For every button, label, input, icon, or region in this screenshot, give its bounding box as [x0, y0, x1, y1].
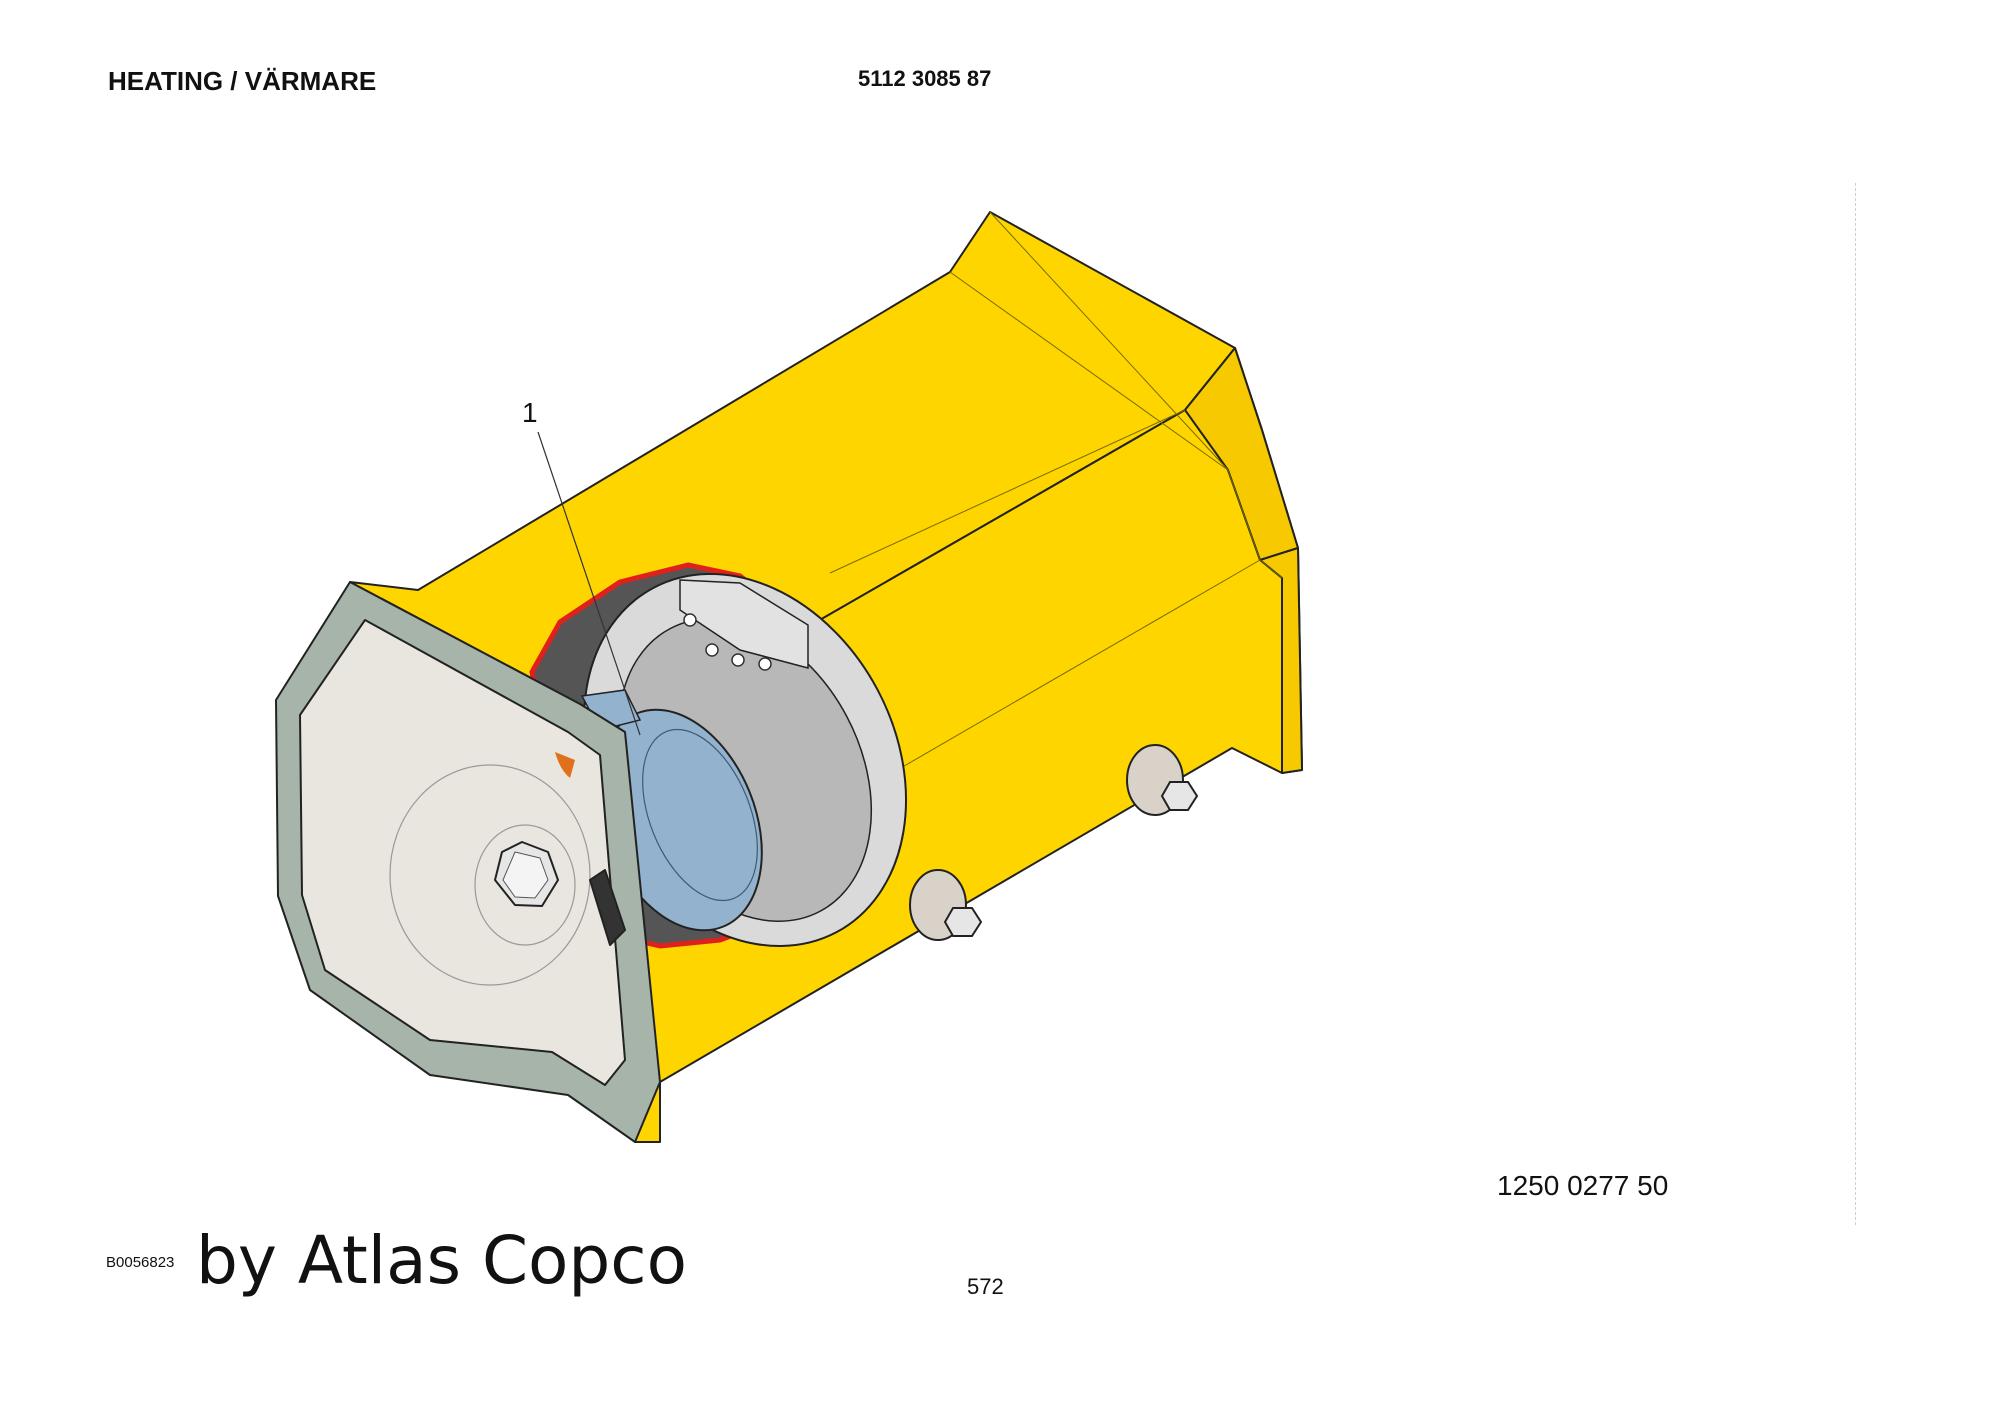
callout-leader-line: [537, 431, 641, 736]
part-number: 5112 3085 87: [858, 66, 992, 91]
end-cover: [275, 581, 661, 1143]
watermark-text: by Atlas Copco: [196, 1222, 687, 1299]
mounting-foot-icon: [1126, 744, 1199, 816]
page-number: 572: [967, 1274, 1004, 1299]
callout-label: 1: [522, 397, 538, 428]
reference-code: B0056823: [106, 1254, 175, 1271]
hex-bolt-icon: [494, 841, 559, 907]
assembly-number: 1250 0277 50: [1497, 1170, 1669, 1201]
page-title: HEATING / VÄRMARE: [108, 66, 377, 96]
cutaway-opening: [529, 562, 908, 949]
page-margin-rule: [1855, 183, 1856, 1225]
mounting-foot-icon: [909, 869, 983, 941]
